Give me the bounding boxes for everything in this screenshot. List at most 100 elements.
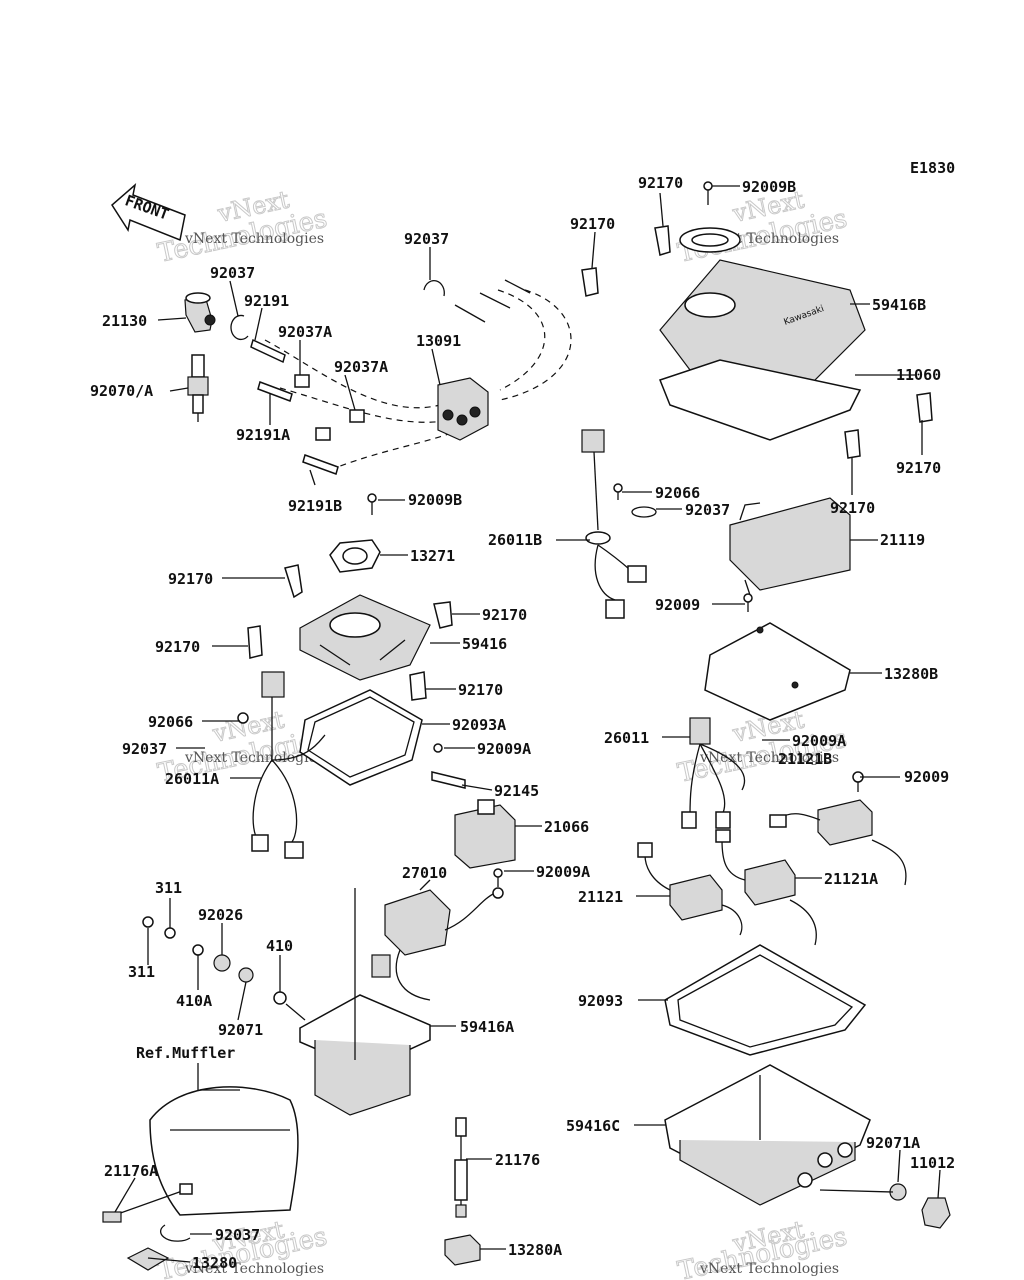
- starter-relay-27010: [371, 887, 504, 1001]
- washer-410A: [192, 944, 204, 956]
- label-11012: 11012: [910, 1154, 955, 1172]
- label-92009B: 92009B: [408, 491, 462, 509]
- tube-92191: [250, 338, 339, 475]
- label-92037: 92037: [210, 264, 255, 282]
- label-92170: 92170: [570, 215, 615, 233]
- plate-13271: [329, 539, 381, 573]
- ring-plate: [679, 227, 741, 253]
- label-13091: 13091: [416, 332, 461, 350]
- diagram-code: E1830: [910, 159, 955, 177]
- spark-plug-cap-21130: [184, 292, 216, 333]
- igniter-21119: [729, 497, 851, 596]
- bolt-92009-coil: [852, 771, 864, 792]
- label-26011: 26011: [604, 729, 649, 747]
- label-92170: 92170: [155, 638, 200, 656]
- cap-11012: [921, 1197, 951, 1229]
- label-59416B: 59416B: [872, 296, 926, 314]
- label-92191B: 92191B: [288, 497, 342, 515]
- sensor-21176A: [102, 1183, 193, 1223]
- leader-lines: [114, 185, 941, 1263]
- grommet-92026: [213, 954, 231, 972]
- spark-plug-92070: [187, 354, 209, 422]
- svg-text:vNext Technologies: vNext Technologies: [184, 750, 324, 766]
- label-92009B: 92009B: [742, 178, 796, 196]
- label-92037: 92037: [215, 1226, 260, 1244]
- label-92071A: 92071A: [866, 1134, 920, 1152]
- label-27010: 27010: [402, 864, 447, 882]
- label-92009A: 92009A: [477, 740, 531, 758]
- label-92170: 92170: [638, 174, 683, 192]
- bolt-92066-right: [613, 483, 623, 500]
- front-arrow-icon: FRONT: [111, 182, 186, 242]
- clamp-ring-92037: [230, 279, 445, 341]
- pad-13280B: [704, 622, 851, 721]
- label-92093A: 92093A: [452, 716, 506, 734]
- label-59416A: 59416A: [460, 1018, 514, 1036]
- bracket-92145: [431, 743, 466, 789]
- label-92070A: 92070/A: [90, 382, 153, 400]
- label-92071: 92071: [218, 1021, 263, 1039]
- label-13271: 13271: [410, 547, 455, 565]
- label-21176A: 21176A: [104, 1162, 158, 1180]
- label-311: 311: [155, 879, 182, 897]
- nut-311: [142, 916, 176, 939]
- bolt-92009B-top: [703, 181, 713, 205]
- case-59416A: [299, 888, 431, 1116]
- label-21119: 21119: [880, 531, 925, 549]
- label-92170: 92170: [458, 681, 503, 699]
- label-26011B: 26011B: [488, 531, 542, 549]
- label-92170: 92170: [482, 606, 527, 624]
- label-21121A: 21121A: [824, 870, 878, 888]
- label-92170: 92170: [896, 459, 941, 477]
- ignition-coil-21121: [637, 842, 743, 936]
- label-21066: 21066: [544, 818, 589, 836]
- high-tension-leads: [264, 279, 572, 471]
- bolt-92009B-left: [367, 493, 377, 515]
- band-92037-right: [631, 506, 657, 518]
- relay-21066: [454, 799, 516, 869]
- label-92066: 92066: [148, 713, 193, 731]
- label-92093: 92093: [578, 992, 623, 1010]
- harness-26011A: [237, 671, 326, 859]
- label-11060: 11060: [896, 366, 941, 384]
- ignition-coil-21121A: [715, 829, 817, 946]
- label-92037: 92037: [404, 230, 449, 248]
- bolt-92009-right: [743, 593, 753, 612]
- label-311: 311: [128, 963, 155, 981]
- label-26011A: 26011A: [165, 770, 219, 788]
- harness-26011: [681, 717, 746, 829]
- label-13280: 13280: [192, 1254, 237, 1272]
- label-21121B: 21121B: [778, 750, 832, 768]
- label-92037: 92037: [122, 740, 167, 758]
- ref-muffler-label: Ref.Muffler: [136, 1044, 235, 1062]
- clamp-92037-bottom: [159, 1224, 191, 1242]
- watermark-6: vNext Technologies vNext Technologies: [675, 1215, 851, 1280]
- label-92066: 92066: [655, 484, 700, 502]
- label-59416: 59416: [462, 635, 507, 653]
- gasket-92093: [664, 944, 867, 1056]
- muffler-ref: [149, 1086, 299, 1216]
- coil-block-13091: [437, 377, 489, 441]
- pad-13280: [126, 1247, 170, 1271]
- sensor-21176: [454, 1117, 468, 1218]
- svg-text:vNext Technologies: vNext Technologies: [699, 1261, 839, 1277]
- clip-92170-right: [581, 225, 933, 459]
- label-92037A: 92037A: [278, 323, 332, 341]
- label-13280B: 13280B: [884, 665, 938, 683]
- svg-text:vNext Technologies: vNext Technologies: [184, 1261, 324, 1277]
- label-92170: 92170: [830, 499, 875, 517]
- label-92170: 92170: [168, 570, 213, 588]
- bolt-92009A-mid: [493, 868, 503, 887]
- label-92009: 92009: [904, 768, 949, 786]
- label-92009: 92009: [655, 596, 700, 614]
- label-59416C: 59416C: [566, 1117, 620, 1135]
- label-92009A: 92009A: [536, 863, 590, 881]
- gasket-11060: [659, 359, 862, 441]
- cover-59416: [299, 594, 431, 681]
- label-92037A: 92037A: [334, 358, 388, 376]
- grommet-92071: [238, 967, 254, 983]
- part-labels: 92170 92009B 92170 92037 92037 21130 921…: [90, 174, 955, 1272]
- clip-92170-left: [247, 564, 453, 701]
- label-92191: 92191: [244, 292, 289, 310]
